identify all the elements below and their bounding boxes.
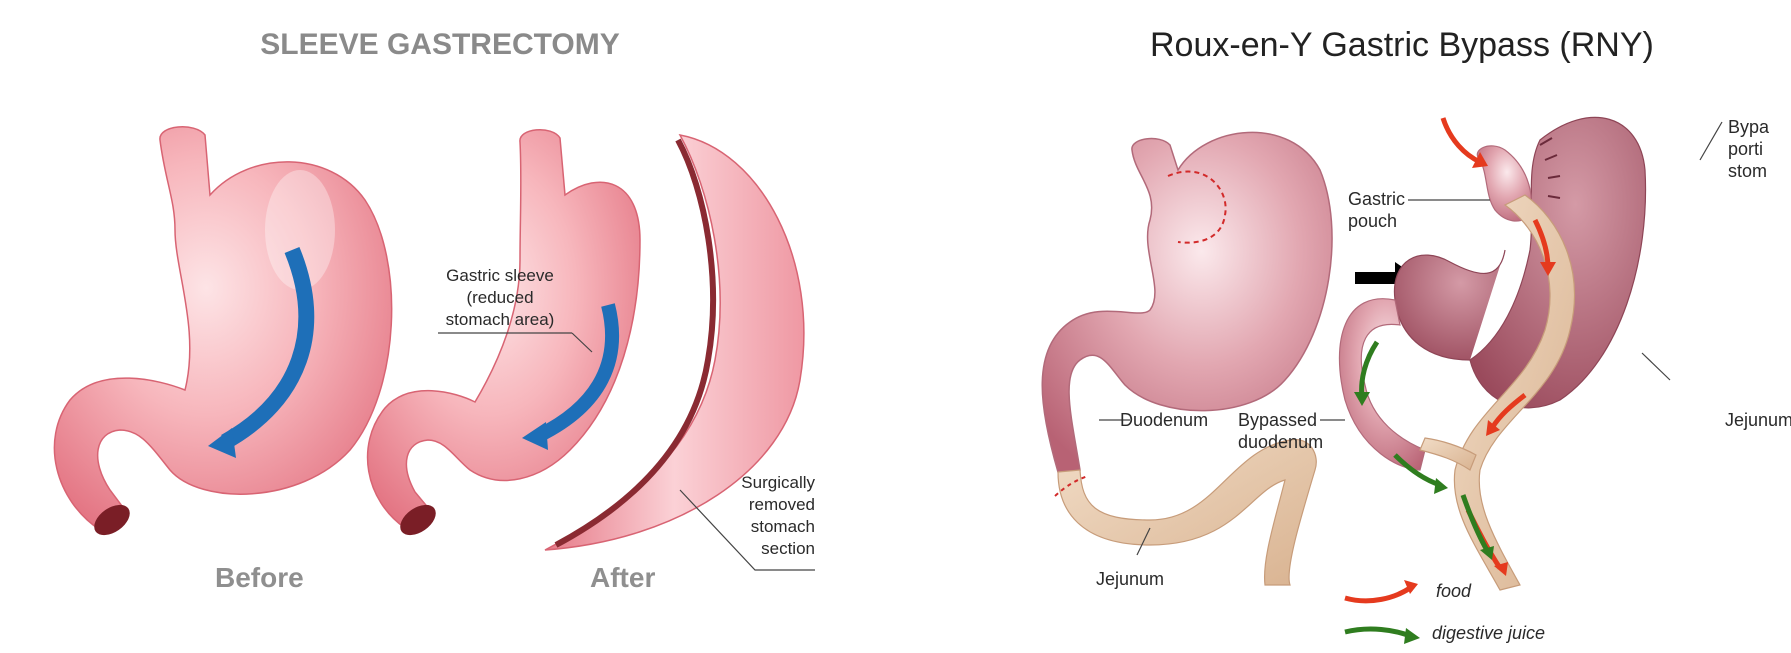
sleeve-title: SLEEVE GASTRECTOMY: [190, 28, 690, 62]
gastric-sleeve-line3: stomach area): [430, 309, 570, 331]
bypassed-duodenum-line1: Bypassed: [1238, 409, 1323, 431]
gastric-sleeve-label: Gastric sleeve (reduced stomach area): [430, 265, 570, 331]
bypassed-portion-line1: Bypa: [1728, 116, 1769, 138]
rny-before-stomach: [1042, 132, 1332, 585]
gastric-pouch-line2: pouch: [1348, 210, 1405, 232]
bypassed-stomach-portion: [1394, 117, 1645, 407]
removed-line2: removed: [715, 494, 815, 516]
removed-line1: Surgically: [715, 472, 815, 494]
bypassed-portion-line2: porti: [1728, 138, 1769, 160]
before-caption: Before: [215, 562, 304, 594]
rny-bypass-panel: Roux-en-Y Gastric Bypass (RNY) Duodenum …: [1000, 0, 1791, 653]
jejunum-left-label: Jejunum: [1096, 568, 1164, 590]
gastric-sleeve-line2: (reduced: [430, 287, 570, 309]
after-caption: After: [590, 562, 655, 594]
bypassed-portion-line3: stom: [1728, 160, 1769, 182]
rny-before-jejunum: [1058, 439, 1316, 585]
rny-illustration: [1000, 0, 1791, 653]
jejunum-right-label: Jejunum: [1725, 409, 1791, 431]
legend-food-label: food: [1436, 580, 1471, 602]
bypassed-duodenum-label: Bypassed duodenum: [1238, 409, 1323, 453]
gastric-pouch-label: Gastric pouch: [1348, 188, 1405, 232]
duodenum-label: Duodenum: [1120, 409, 1208, 431]
removed-section-label: Surgically removed stomach section: [715, 472, 815, 560]
before-stomach: [54, 127, 391, 542]
legend-food-arrow: [1345, 588, 1410, 601]
legend-juice-label: digestive juice: [1432, 622, 1545, 644]
sleeve-gastrectomy-panel: SLEEVE GASTRECTOMY Gastric sleeve (reduc…: [0, 0, 900, 653]
bypassed-portion-label: Bypa porti stom: [1728, 116, 1769, 182]
removed-line3: stomach: [715, 516, 815, 538]
bypassed-duodenum-line2: duodenum: [1238, 431, 1323, 453]
gastric-pouch-line1: Gastric: [1348, 188, 1405, 210]
after-sleeve-stomach: [368, 130, 640, 542]
rny-title: Roux-en-Y Gastric Bypass (RNY): [1150, 26, 1620, 65]
gastric-sleeve-line1: Gastric sleeve: [430, 265, 570, 287]
removed-line4: section: [715, 538, 815, 560]
legend-juice-arrow: [1345, 629, 1410, 636]
jejunum-right-leader-line: [1642, 353, 1670, 380]
bypassed-portion-leader-line: [1700, 122, 1722, 160]
